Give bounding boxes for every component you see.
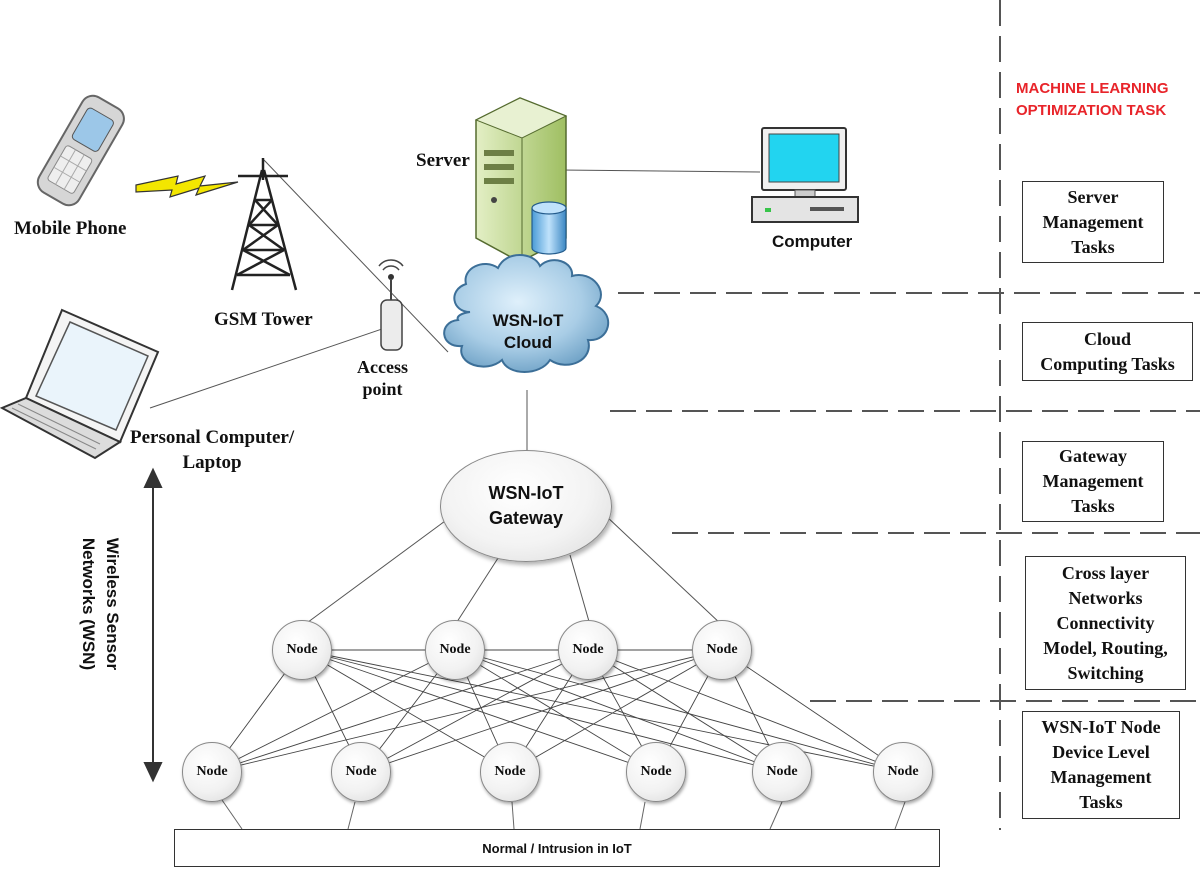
- server-management-task: Server Management Tasks: [1022, 181, 1164, 263]
- mobile-phone-label: Mobile Phone: [14, 218, 127, 239]
- upper-node: Node: [692, 620, 752, 680]
- gsm-tower-icon: [230, 158, 298, 291]
- wireless-signal-icon: [135, 175, 239, 198]
- mobile-phone-icon: [36, 94, 125, 207]
- bar-links: [221, 799, 906, 830]
- device-connections: [149, 159, 761, 452]
- cloud-computing-task: Cloud Computing Tasks: [1022, 322, 1193, 381]
- lower-node: Node: [873, 742, 933, 802]
- lower-node: Node: [752, 742, 812, 802]
- gateway-links: [299, 509, 723, 629]
- upper-node: Node: [558, 620, 618, 680]
- laptop-label: Personal Computer/ Laptop: [130, 427, 295, 473]
- desktop-computer-icon: [751, 127, 859, 223]
- lower-node: Node: [480, 742, 540, 802]
- gsm-tower-label: GSM Tower: [214, 309, 313, 330]
- cloud-icon: [443, 254, 610, 373]
- wsn-arrow: [143, 467, 163, 783]
- lower-node: Node: [182, 742, 242, 802]
- server-label: Server: [416, 150, 470, 171]
- cross-layer-task: Cross layer Networks Connectivity Model,…: [1025, 556, 1186, 690]
- laptop-icon: [0, 308, 160, 460]
- node-device-management-task: WSN-IoT Node Device Level Management Tas…: [1022, 711, 1180, 819]
- access-point-icon: [378, 259, 404, 351]
- cloud-label: WSN-IoT Cloud: [492, 311, 564, 352]
- wsn-iot-gateway: WSN-IoT Gateway: [440, 450, 612, 562]
- server-icon: [474, 97, 568, 263]
- gateway-management-task: Gateway Management Tasks: [1022, 441, 1164, 522]
- computer-label: Computer: [772, 232, 853, 251]
- ml-optimization-title: MACHINE LEARNING OPTIMIZATION TASK: [1016, 80, 1169, 119]
- upper-node: Node: [272, 620, 332, 680]
- intrusion-status-bar: Normal / Intrusion in IoT: [174, 829, 940, 867]
- upper-node: Node: [425, 620, 485, 680]
- node-mesh: [211, 649, 904, 773]
- lower-node: Node: [626, 742, 686, 802]
- lower-node: Node: [331, 742, 391, 802]
- access-point-label: Access point: [357, 357, 408, 399]
- layer-separators: [610, 0, 1200, 830]
- wsn-vertical-label: Wireless Sensor Networks (WSN): [79, 537, 122, 671]
